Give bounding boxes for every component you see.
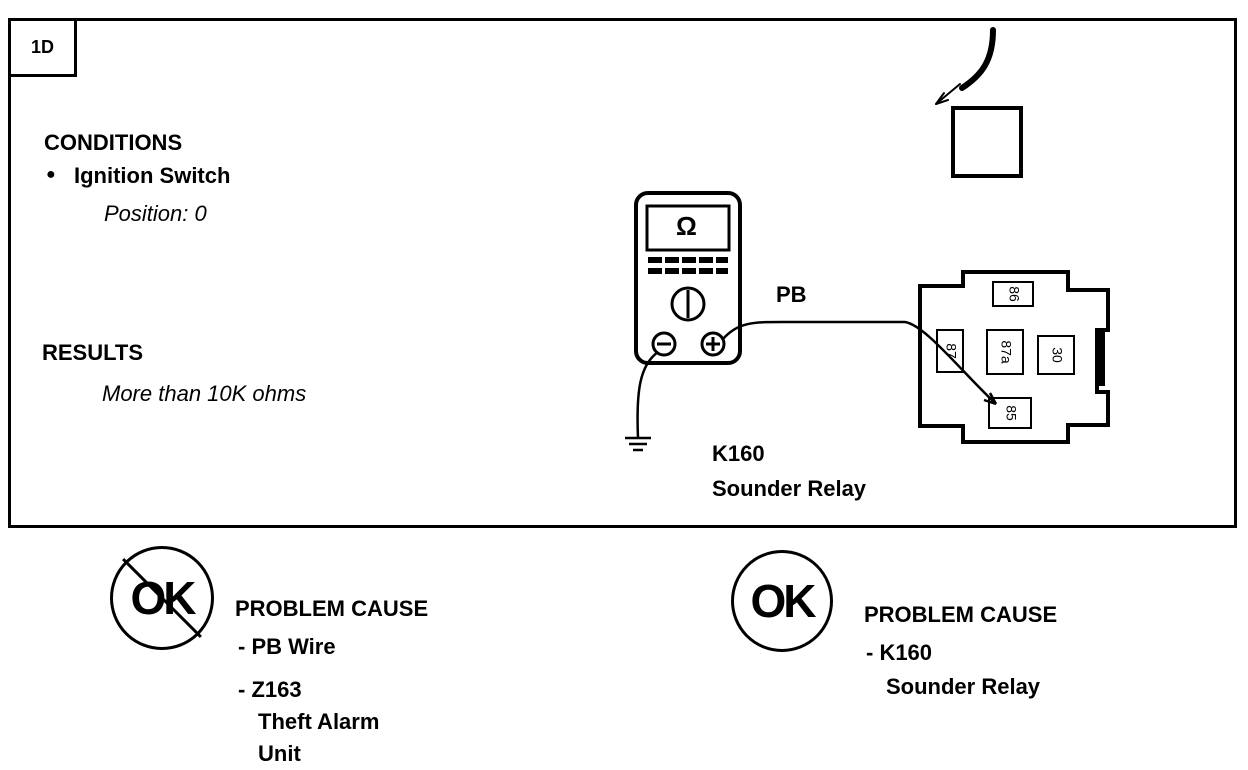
not-ok-cause: - PB Wire	[238, 634, 336, 659]
condition-detail: Position: 0	[104, 201, 207, 226]
ignition-switch-icon	[951, 106, 1023, 178]
not-ok-badge: OK	[110, 546, 214, 650]
not-ok-cause: - Z163	[238, 677, 302, 702]
wire-label: PB	[776, 282, 807, 307]
pin-87a-label: 87a	[998, 340, 1014, 364]
pin-30-label: 30	[1049, 347, 1065, 363]
not-ok-heading: PROBLEM CAUSE	[235, 596, 429, 621]
pin-87-label: 87	[943, 343, 959, 359]
ok-cause: Sounder Relay	[886, 674, 1041, 699]
ignition-key-icon	[935, 27, 996, 105]
ohmmeter	[634, 191, 742, 365]
relay-name: Sounder Relay	[712, 476, 867, 501]
relay-id: K160	[712, 441, 765, 466]
ground-lead	[625, 350, 659, 452]
ohm-symbol: Ω	[676, 211, 697, 241]
ok-badge-text: OK	[750, 575, 817, 627]
relay-pins	[936, 281, 1075, 429]
ok-heading: PROBLEM CAUSE	[864, 602, 1058, 627]
ok-badge: OK	[731, 550, 833, 652]
relay-connector	[918, 270, 1110, 444]
results-value: More than 10K ohms	[102, 381, 307, 406]
bullet-icon: ●	[46, 166, 56, 183]
not-ok-cause: Unit	[258, 741, 301, 766]
pb-wire	[721, 320, 998, 406]
not-ok-cause: Theft Alarm	[258, 709, 380, 734]
ok-cause: - K160	[866, 640, 933, 665]
results-heading: RESULTS	[42, 340, 144, 365]
step-label: 1D	[11, 21, 77, 77]
condition-item: Ignition Switch	[74, 163, 231, 188]
pin-85-label: 85	[1003, 405, 1019, 421]
conditions-heading: CONDITIONS	[44, 130, 183, 155]
test-step-panel: 1D	[8, 18, 1237, 528]
pin-86-label: 86	[1006, 286, 1022, 302]
